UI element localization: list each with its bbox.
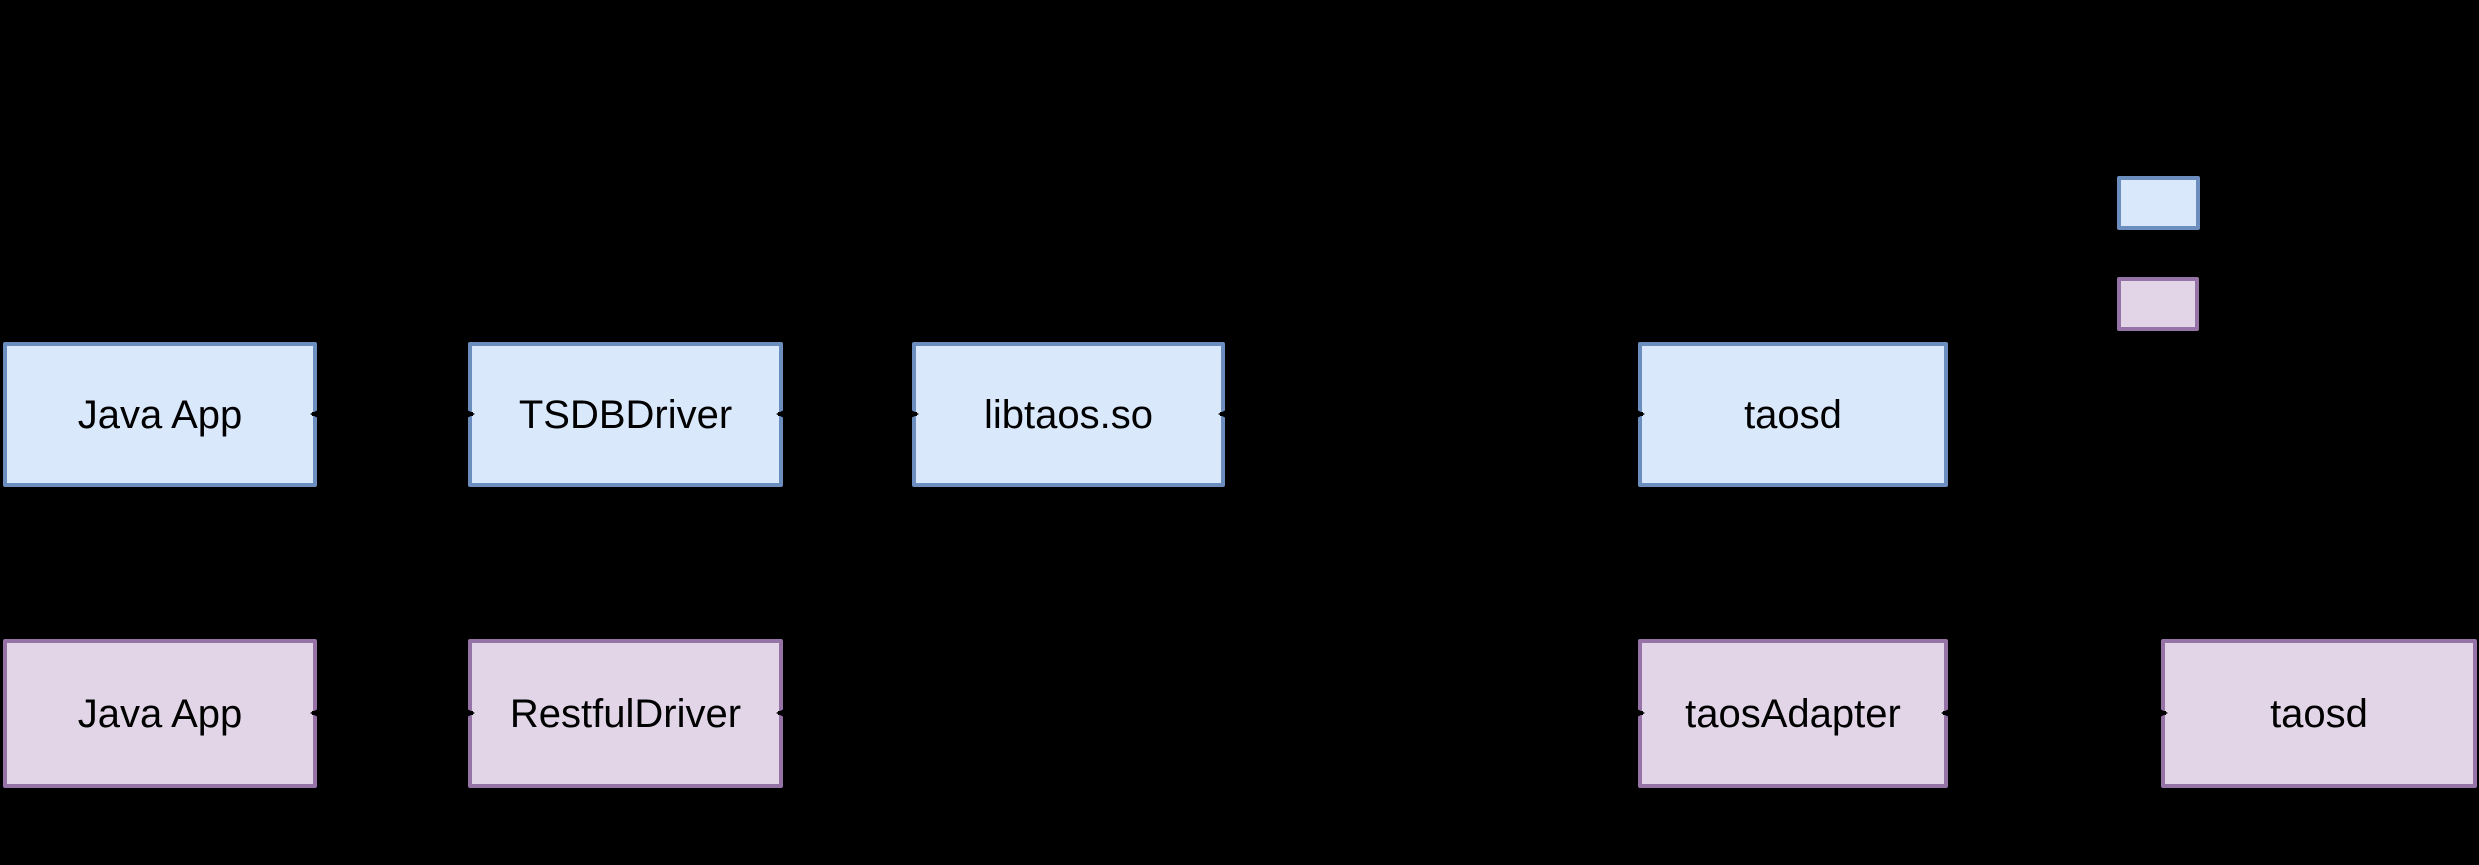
node-taosd-jni: taosd xyxy=(1638,342,1948,487)
node-label: taosd xyxy=(2270,691,2368,736)
node-restfuldriver: RestfulDriver xyxy=(468,639,783,788)
node-libtaos-so: libtaos.so xyxy=(912,342,1225,487)
node-tsdbdriver: TSDBDriver xyxy=(468,342,783,487)
node-label: libtaos.so xyxy=(984,392,1153,437)
node-taosadapter: taosAdapter xyxy=(1638,639,1948,788)
legend-restful-swatch xyxy=(2117,277,2199,331)
legend-jni-swatch xyxy=(2117,176,2200,230)
node-label: Java App xyxy=(77,691,243,736)
node-label: Java App xyxy=(77,392,243,437)
node-java-app-jni: Java App xyxy=(3,342,317,487)
node-label: RestfulDriver xyxy=(509,691,742,736)
node-java-app-restful: Java App xyxy=(3,639,317,788)
node-taosd-restful: taosd xyxy=(2161,639,2477,788)
node-label: taosd xyxy=(1744,392,1842,437)
node-label: TSDBDriver xyxy=(518,392,733,437)
node-label: taosAdapter xyxy=(1685,691,1901,736)
